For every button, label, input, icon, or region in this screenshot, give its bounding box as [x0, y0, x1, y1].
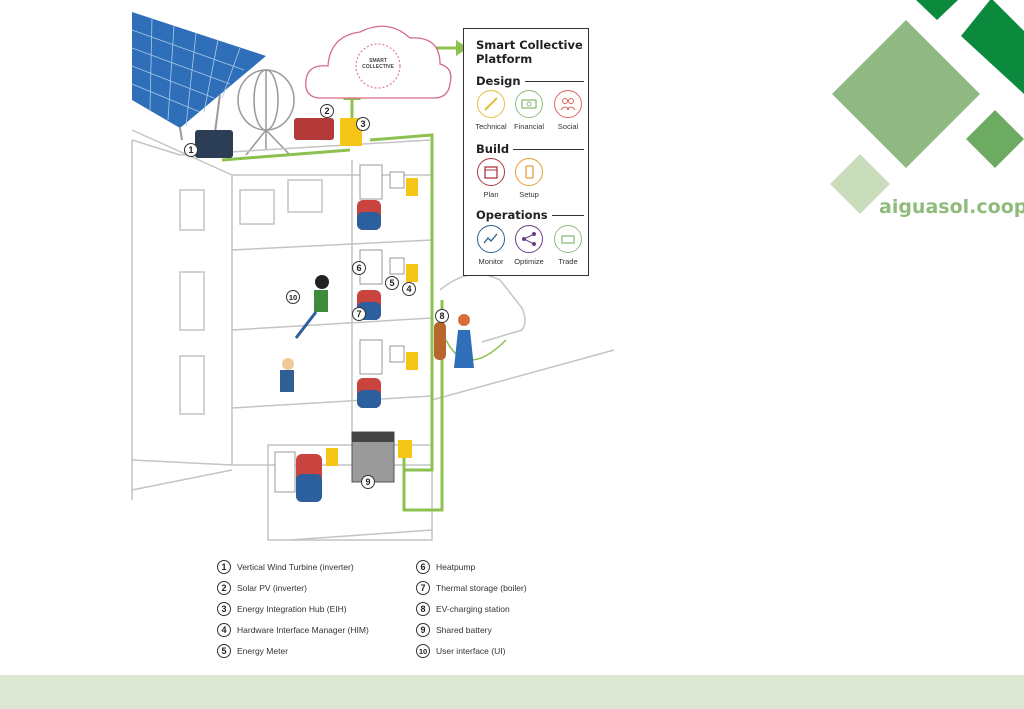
- build-heading: Build: [476, 142, 584, 156]
- build-plan: Plan: [469, 158, 513, 199]
- legend-num: 4: [217, 623, 231, 637]
- energy-flow-lines: [221, 46, 458, 512]
- arrow-right-icon: [456, 40, 468, 56]
- cloud-logo-line1: SMART: [369, 58, 387, 64]
- setup-label: Setup: [519, 190, 539, 199]
- design-financial: Financial: [507, 90, 551, 131]
- operations-monitor: Monitor: [469, 225, 513, 266]
- design-technical: Technical: [469, 90, 513, 131]
- legend-text: Hardware Interface Manager (HIM): [237, 625, 369, 635]
- legend-num: 7: [416, 581, 430, 595]
- legend-item-8: 8 EV-charging station: [416, 601, 510, 617]
- platform-title: Smart Collective Platform: [476, 38, 583, 66]
- legend-text: Thermal storage (boiler): [436, 583, 527, 593]
- legend-num: 8: [416, 602, 430, 616]
- cloud-logo-line2: COLLECTIVE: [362, 64, 394, 70]
- design-social: Social: [546, 90, 590, 131]
- operations-heading-text: Operations: [476, 208, 548, 222]
- build-heading-text: Build: [476, 142, 510, 156]
- battery-trade-icon: [554, 225, 582, 253]
- legend-item-10: 10 User interface (UI): [416, 643, 505, 659]
- wind-inverter: [195, 130, 233, 158]
- phone-setup-icon: [515, 158, 543, 186]
- smart-collective-platform-panel: Smart Collective Platform Design Technic…: [463, 28, 589, 276]
- legend-num: 5: [217, 644, 231, 658]
- design-heading: Design: [476, 74, 584, 88]
- legend-item-4: 4 Hardware Interface Manager (HIM): [217, 622, 369, 638]
- badge-2: 2: [320, 104, 334, 118]
- woman-ev: [454, 314, 474, 368]
- badge-5: 5: [385, 276, 399, 290]
- cloud-icon: [305, 25, 452, 99]
- ruler-pencil-icon: [477, 90, 505, 118]
- network-icon: [515, 225, 543, 253]
- legend-text: User interface (UI): [436, 646, 506, 656]
- monitor-label: Monitor: [478, 257, 504, 266]
- legend-item-9: 9 Shared battery: [416, 622, 492, 638]
- floor-devices: [274, 164, 418, 502]
- legend-text: Vertical Wind Turbine (inverter): [237, 562, 354, 572]
- legend-text: Solar PV (inverter): [237, 583, 307, 593]
- person-reading: [280, 358, 294, 392]
- person-laptop: [294, 275, 329, 339]
- legend-num: 3: [217, 602, 231, 616]
- legend-num: 1: [217, 560, 231, 574]
- plan-label: Plan: [483, 190, 499, 199]
- operations-heading: Operations: [476, 208, 584, 222]
- badge-8: 8: [435, 309, 449, 323]
- social-label: Social: [557, 122, 579, 131]
- pv-inverter: [294, 118, 334, 140]
- badge-10: 10: [286, 290, 300, 304]
- people-icon: [554, 90, 582, 118]
- optimize-label: Optimize: [514, 257, 544, 266]
- operations-trade: Trade: [546, 225, 590, 266]
- legend-text: Energy Integration Hub (EIH): [237, 604, 347, 614]
- footer-band: [0, 675, 1024, 709]
- legend-num: 10: [416, 644, 430, 658]
- badge-9: 9: [361, 475, 375, 489]
- legend-num: 6: [416, 560, 430, 574]
- banknote-icon: [515, 90, 543, 118]
- technical-label: Technical: [475, 122, 507, 131]
- legend-item-1: 1 Vertical Wind Turbine (inverter): [217, 559, 354, 575]
- legend-text: EV-charging station: [436, 604, 510, 614]
- legend-num: 9: [416, 623, 430, 637]
- solar-panel: [131, 12, 266, 141]
- wind-turbine: [237, 69, 295, 156]
- operations-optimize: Optimize: [507, 225, 551, 266]
- legend-num: 2: [217, 581, 231, 595]
- financial-label: Financial: [513, 122, 544, 131]
- legend-item-2: 2 Solar PV (inverter): [217, 580, 307, 596]
- badge-7: 7: [352, 307, 366, 321]
- legend-item-6: 6 Heatpump: [416, 559, 475, 575]
- calendar-icon: [477, 158, 505, 186]
- legend-item-3: 3 Energy Integration Hub (EIH): [217, 601, 347, 617]
- chart-monitor-icon: [477, 225, 505, 253]
- legend-text: Shared battery: [436, 625, 492, 635]
- badge-1: 1: [184, 143, 198, 157]
- design-heading-text: Design: [476, 74, 521, 88]
- brand-name: aiguasol.coop: [879, 196, 1024, 218]
- badge-4: 4: [402, 282, 416, 296]
- build-setup: Setup: [507, 158, 551, 199]
- badge-6: 6: [352, 261, 366, 275]
- badge-3: 3: [356, 117, 370, 131]
- legend-text: Heatpump: [436, 562, 476, 572]
- trade-label: Trade: [558, 257, 578, 266]
- brand-diamonds: [830, 0, 1024, 214]
- legend-text: Energy Meter: [237, 646, 289, 656]
- legend-item-5: 5 Energy Meter: [217, 643, 288, 659]
- legend-item-7: 7 Thermal storage (boiler): [416, 580, 527, 596]
